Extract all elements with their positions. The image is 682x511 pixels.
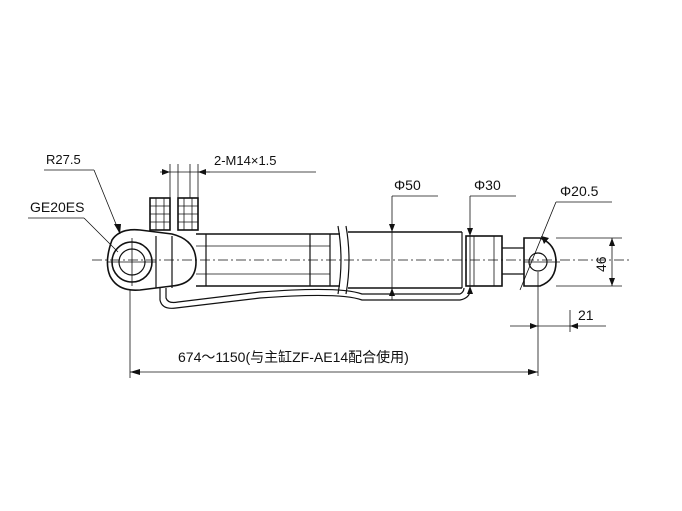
dia-body-label: Φ50 [394,177,421,193]
offset-label: 21 [578,307,594,323]
bearing-callout: GE20ES [28,199,119,253]
offset-dimension: 21 [510,272,606,376]
oil-port-left [149,197,171,231]
piston-rod [465,235,524,287]
thread-label: 2-M14×1.5 [214,153,277,168]
dia-body-dimension: Φ50 [389,177,438,300]
dia-rod-dimension: Φ30 [467,177,516,294]
dia-pin-dimension: Φ20.5 [519,183,612,291]
cylinder-tube [196,225,463,295]
radius-label: R27.5 [46,152,81,167]
bearing-label: GE20ES [30,199,84,215]
oil-port-right [177,197,199,231]
dia-rod-label: Φ30 [474,177,501,193]
oil-pipe [159,287,471,309]
right-pin-end [523,237,560,287]
length-dimension: 674～1150(与主缸ZF-AE14配合使用) [129,290,538,378]
dia-pin-label: Φ20.5 [560,183,599,199]
height-dimension: 46 [556,237,622,287]
radius-callout: R27.5 [44,152,121,235]
thread-callout: 2-M14×1.5 [160,153,316,198]
height-label: 46 [593,256,609,272]
left-eye-end [106,228,197,292]
length-label: 674～1150(与主缸ZF-AE14配合使用) [178,349,409,365]
